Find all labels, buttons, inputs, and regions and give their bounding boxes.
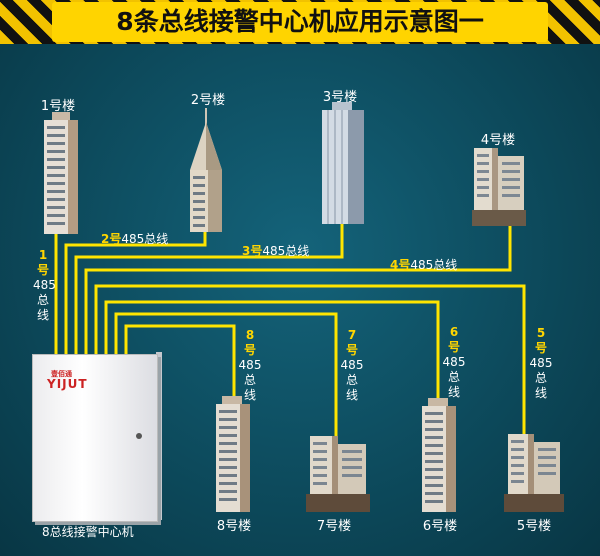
bus-wire-4 xyxy=(84,224,512,354)
building-3-label: 3号楼 xyxy=(322,90,358,105)
building-1-label: 1号楼 xyxy=(40,99,76,114)
building-2-label: 2号楼 xyxy=(190,93,226,108)
bus-label-5: 5 号 485 总 线 xyxy=(529,326,553,400)
bus-wire-6 xyxy=(104,300,440,404)
bus-wire-3 xyxy=(74,222,344,354)
panel-label: 8总线接警中心机 xyxy=(42,525,134,539)
bus-wire-8 xyxy=(124,324,236,398)
building-7-label: 7号楼 xyxy=(316,519,352,534)
panel-side xyxy=(156,352,162,520)
panel-logo-cn: 壹佰通 xyxy=(51,370,72,378)
building-7 xyxy=(306,436,370,512)
building-4-label: 4号楼 xyxy=(480,133,516,148)
bus-label-8: 8 号 485 总 线 xyxy=(238,328,262,402)
building-2 xyxy=(190,108,222,232)
bus-label-4: 4号485总线 xyxy=(390,258,458,272)
bus-label-2: 2号485总线 xyxy=(101,232,169,246)
diagram-title: 8条总线接警中心机应用示意图一 xyxy=(52,2,548,42)
bus-label-3: 3号485总线 xyxy=(242,244,310,258)
bus-label-6: 6 号 485 总 线 xyxy=(442,325,466,399)
bus-wire-5 xyxy=(94,284,526,436)
building-5-label: 5号楼 xyxy=(516,519,552,534)
bus-label-7: 7 号 485 总 线 xyxy=(340,328,364,402)
panel-logo-en: YIJUT xyxy=(47,377,88,391)
bus-wire-7 xyxy=(114,312,338,440)
header-banner: 8条总线接警中心机应用示意图一 xyxy=(0,0,600,44)
alarm-center-panel: 壹佰通 YIJUT xyxy=(32,354,158,522)
building-3 xyxy=(322,102,364,224)
building-6-label: 6号楼 xyxy=(422,519,458,534)
building-8 xyxy=(216,396,250,512)
building-4 xyxy=(472,148,526,226)
building-6 xyxy=(422,398,456,512)
building-5 xyxy=(504,434,564,512)
building-1 xyxy=(44,112,78,234)
building-8-label: 8号楼 xyxy=(216,519,252,534)
panel-lock-icon xyxy=(136,433,142,439)
bus-label-1: 1 号 485 总 线 xyxy=(33,248,56,322)
bus-wire-2 xyxy=(64,222,207,354)
